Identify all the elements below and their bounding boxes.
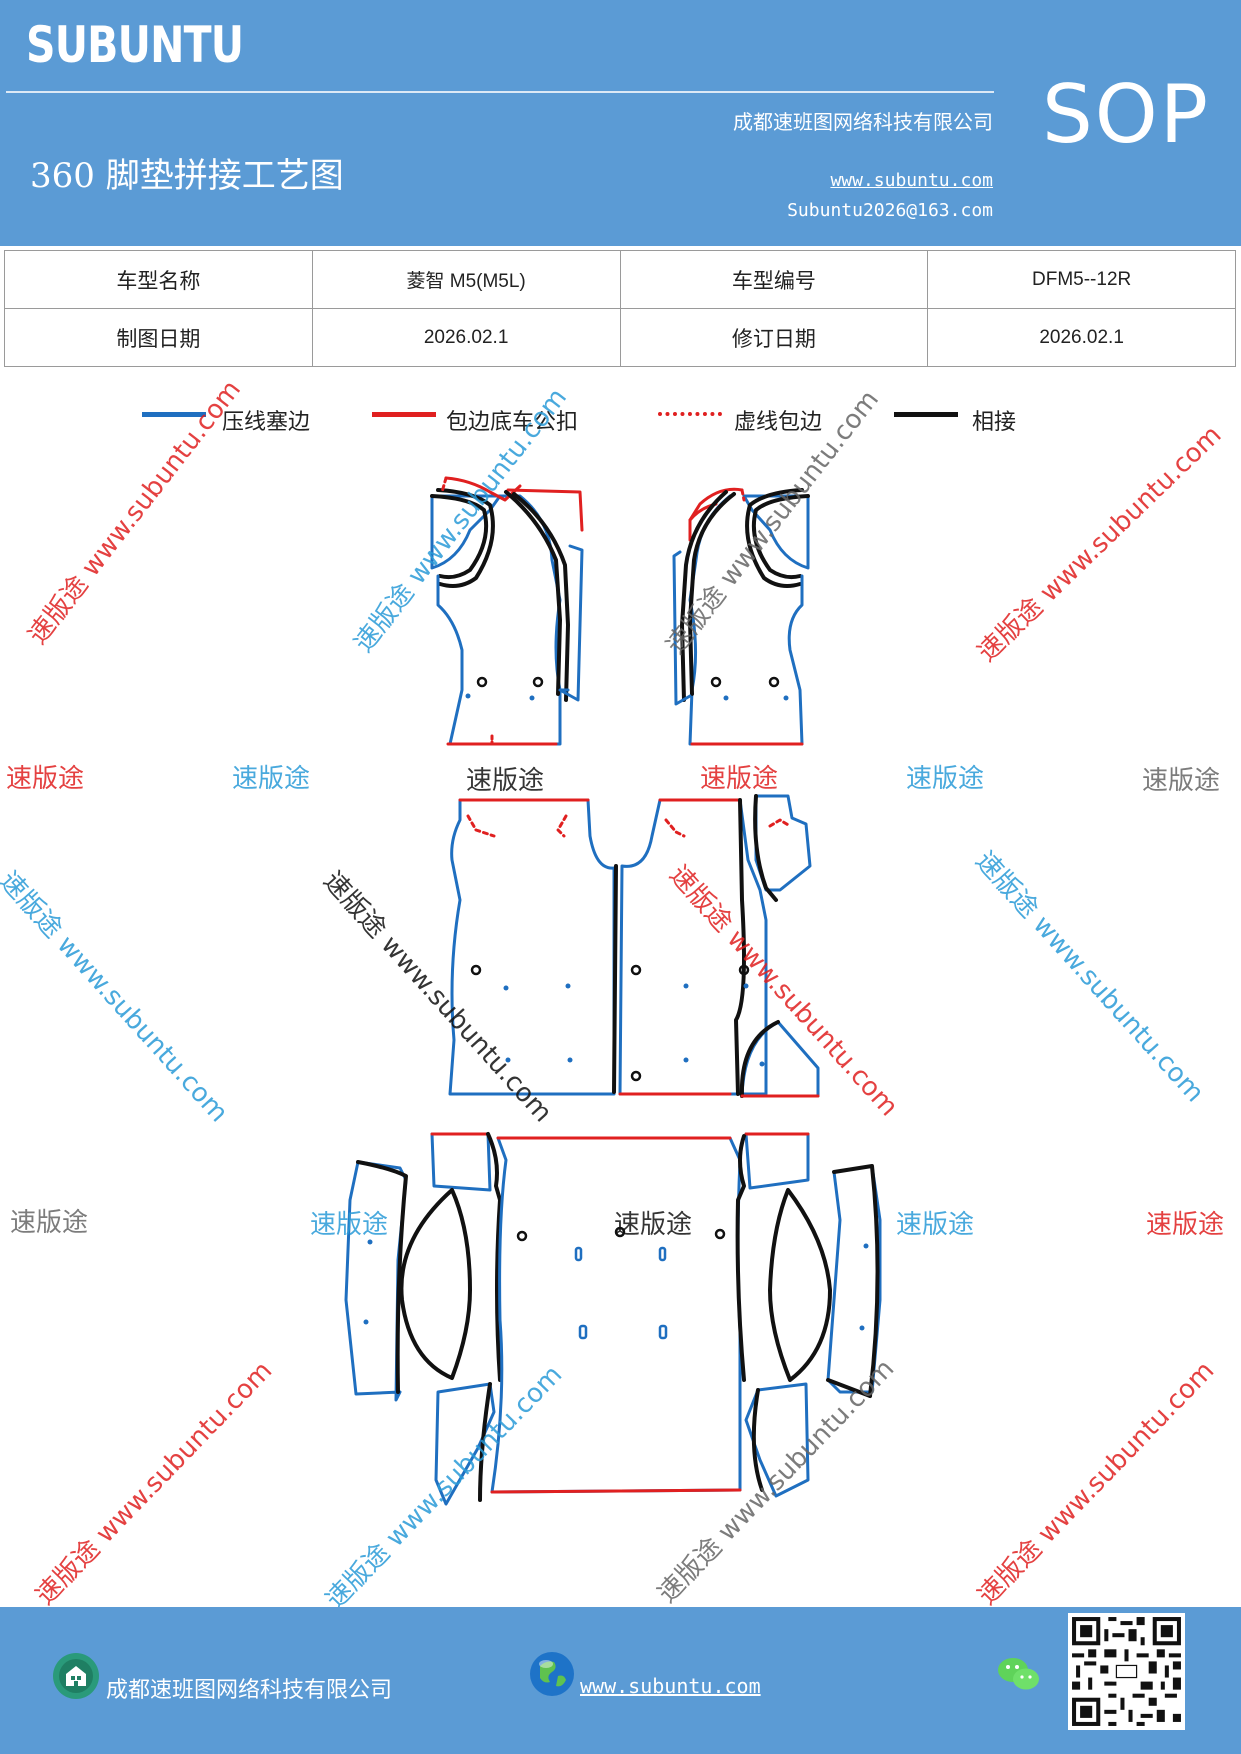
table-cell: 车型编号 — [619, 250, 929, 309]
watermark: 速版途 — [310, 1210, 389, 1240]
watermark: 速版途 — [1146, 1210, 1225, 1240]
website-link[interactable]: www.subuntu.com — [830, 170, 993, 191]
qr-code — [1068, 1613, 1185, 1730]
watermark: 速版途 — [10, 1208, 89, 1238]
table-row: 制图日期 2026.02.1 修订日期 2026.02.1 — [4, 308, 1236, 367]
mat-piece-middle-left — [448, 798, 618, 1096]
watermark: 速版途 — [700, 764, 779, 794]
brand-logo: SUBUNTU — [26, 16, 244, 74]
table-cell: 修订日期 — [619, 308, 929, 367]
table-cell: 菱智 M5(M5L) — [311, 250, 621, 309]
wechat-icon[interactable] — [996, 1654, 1042, 1694]
table-cell: DFM5--12R — [927, 250, 1236, 309]
floor-mat-pattern-drawing — [344, 476, 882, 1506]
vehicle-info-table: 车型名称 菱智 M5(M5L) 车型编号 DFM5--12R 制图日期 2026… — [4, 250, 1236, 367]
watermark: 速版途 — [906, 764, 985, 794]
watermark: 速版途 — [1142, 766, 1221, 796]
legend-swatch-red-dotted — [658, 412, 722, 416]
mat-piece-front-right — [672, 487, 810, 746]
legend-label: 压线塞边 — [222, 410, 311, 435]
mat-piece-rear-center — [490, 1136, 742, 1494]
legend-swatch-red — [372, 412, 436, 417]
mat-piece-rear-left-side — [344, 1160, 408, 1402]
footer-company-name: 成都速班图网络科技有限公司 — [106, 1678, 393, 1703]
footer-website-link[interactable]: www.subuntu.com — [580, 1674, 761, 1698]
company-icon — [53, 1653, 99, 1699]
legend-swatch-blue — [142, 412, 206, 417]
sop-badge: SOP — [1042, 68, 1210, 161]
watermark: 速版途 — [896, 1210, 975, 1240]
watermark: 速版途 — [614, 1210, 693, 1240]
email-address[interactable]: Subuntu2026@163.com — [787, 200, 993, 221]
table-cell: 车型名称 — [4, 250, 313, 309]
header-divider — [6, 91, 994, 93]
table-cell: 2026.02.1 — [927, 308, 1236, 367]
table-cell: 2026.02.1 — [311, 308, 621, 367]
legend-label: 相接 — [972, 410, 1017, 435]
mat-piece-rear-right-arch — [735, 1132, 832, 1498]
watermark: 速版途 — [232, 764, 311, 794]
mat-piece-rear-right-side — [826, 1164, 882, 1398]
mat-piece-rear-left-arch — [399, 1132, 502, 1506]
company-name: 成都速班图网络科技有限公司 — [733, 110, 993, 134]
page-title: 360 脚垫拼接工艺图 — [30, 156, 344, 196]
table-cell: 制图日期 — [4, 308, 313, 367]
legend-label: 虚线包边 — [734, 410, 823, 435]
mat-piece-middle-center — [618, 798, 768, 1096]
table-row: 车型名称 菱智 M5(M5L) 车型编号 DFM5--12R — [4, 250, 1236, 309]
mat-piece-front-left — [430, 476, 584, 746]
globe-icon — [530, 1652, 574, 1696]
legend-label: 包边底车公扣 — [446, 410, 579, 435]
watermark: 速版途 — [466, 766, 545, 796]
line-legend: 压线塞边 包边底车公扣 虚线包边 相接 — [0, 398, 1241, 438]
legend-swatch-black — [894, 412, 958, 417]
header-band: SUBUNTU 成都速班图网络科技有限公司 360 脚垫拼接工艺图 www.su… — [0, 0, 1241, 246]
watermark: 速版途 — [6, 764, 85, 794]
mat-piece-middle-right — [739, 794, 820, 1098]
